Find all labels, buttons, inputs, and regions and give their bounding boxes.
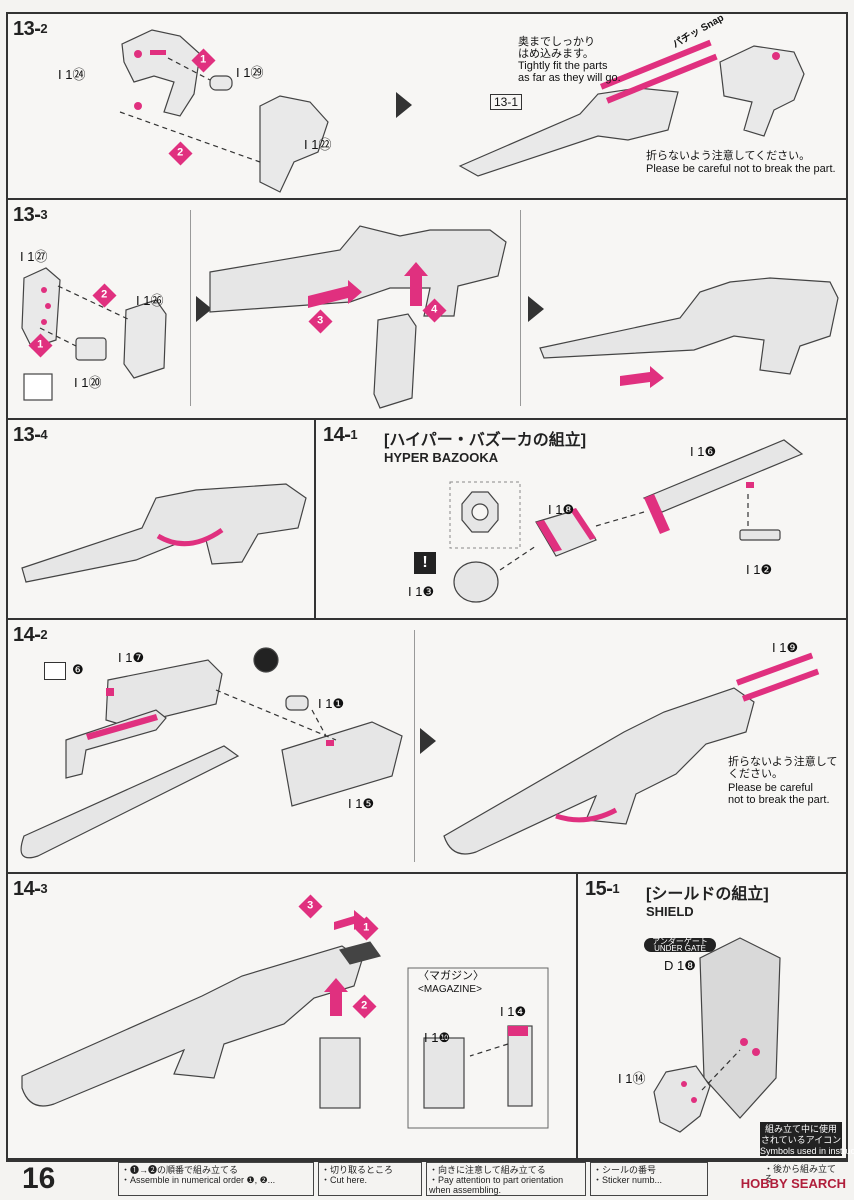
- step-14-3-diagram: [21, 910, 549, 1129]
- step-13-3-parts-diagram: [21, 267, 167, 401]
- part-label: I 1㉗: [20, 249, 48, 264]
- part-label: I 1❾: [772, 640, 799, 655]
- legend-cut-jp: ・切り取るところ: [321, 1165, 394, 1175]
- attention-icon: !: [414, 552, 436, 574]
- part-label: I 1㉒: [304, 137, 332, 152]
- part-label: I 1㉙: [236, 65, 264, 80]
- part-label: I 1❻: [690, 444, 717, 459]
- step-14-1-title-jp: [ハイパー・バズーカの組立]: [384, 432, 587, 449]
- divider: [520, 210, 521, 406]
- step-14-1-diagram: [449, 439, 804, 603]
- part-label: I 1❼: [118, 650, 145, 665]
- careful-note-en: Please be careful not to break the part.: [646, 163, 836, 175]
- sticker-number: ❻: [72, 662, 84, 677]
- part-label: I 1❸: [408, 584, 435, 599]
- step-13-2-result-diagram: [458, 39, 805, 177]
- tight-fit-note-jp: 奥までしっかり はめ込みます。: [518, 36, 595, 60]
- magazine-label-jp: 〈マガジン〉: [418, 970, 484, 982]
- next-arrow-icon: [528, 296, 544, 322]
- part-label: I 1㉖: [136, 293, 164, 308]
- step-13-3-label: 13-3: [10, 204, 51, 226]
- part-label: I 1❷: [746, 562, 773, 577]
- part-label: I 1⑭: [618, 1071, 646, 1086]
- divider: [576, 872, 578, 1160]
- careful-note-2-jp: 折らないよう注意して ください。: [728, 756, 838, 780]
- careful-note-2-en: Please be careful not to break the part.: [728, 782, 830, 806]
- step-14-2-diagram: [20, 647, 403, 859]
- page-footer: [6, 1160, 848, 1198]
- legend-later: ・後から組み立てる: [712, 1162, 846, 1196]
- step-15-1-label: 15-1: [582, 878, 623, 900]
- magazine-label-en: <MAGAZINE>: [418, 984, 482, 995]
- sticker-icon: [44, 662, 66, 680]
- step-14-1-label: 14-1: [320, 424, 361, 446]
- tight-fit-note-en: Tightly fit the parts as far as they wil…: [518, 60, 621, 84]
- ref-step-13-1: 13-1: [490, 94, 523, 110]
- part-label: I 1❽: [548, 502, 575, 517]
- legend-sticker-jp: ・シールの番号: [593, 1165, 657, 1175]
- step-14-2-result-diagram: [443, 652, 820, 855]
- legend-cut: ・切り取るところ ・Cut here.: [318, 1162, 422, 1196]
- legend-orientation-jp: ・向きに注意して組み立てる: [429, 1165, 546, 1175]
- part-label: I 1⑳: [74, 375, 102, 390]
- step-13-4-label: 13-4: [10, 424, 51, 446]
- divider: [6, 618, 848, 620]
- divider: [6, 418, 848, 420]
- divider: [190, 210, 191, 406]
- divider: [6, 198, 848, 200]
- step-15-1-title-jp: [シールドの組立]: [646, 886, 769, 903]
- divider: [314, 418, 316, 620]
- step-13-2-label: 13-2: [10, 18, 51, 40]
- legend-orientation: ・向きに注意して組み立てる ・Pay attention to part ori…: [426, 1162, 586, 1196]
- legend-cut-en: ・Cut here.: [321, 1175, 368, 1185]
- part-label: I 1❶: [318, 696, 345, 711]
- page-number: 16: [22, 1162, 56, 1195]
- next-arrow-icon: [196, 296, 212, 322]
- next-arrow-icon: [396, 92, 412, 118]
- legend-orientation-en: ・Pay attention to part orientation when …: [429, 1175, 564, 1195]
- step-14-1-title-en: HYPER BAZOOKA: [384, 450, 499, 465]
- part-label: I 1㉔: [58, 67, 86, 82]
- legend-order-en: ・Assemble in numerical order ❶, ❷...: [121, 1175, 276, 1185]
- step-13-2-diagram: [119, 29, 329, 193]
- next-arrow-icon: [420, 728, 436, 754]
- step-14-2-label: 14-2: [10, 624, 51, 646]
- divider: [6, 872, 848, 874]
- divider: [414, 630, 415, 862]
- hobby-search-logo: HOBBY SEARCH: [740, 1176, 846, 1191]
- part-label: I 1❿: [424, 1030, 451, 1045]
- careful-note-jp: 折らないよう注意してください。: [646, 150, 811, 162]
- legend-sticker-en: ・Sticker numb...: [593, 1175, 663, 1185]
- step-13-3-assembly-diagram: [209, 225, 507, 409]
- step-15-1-diagram: [653, 937, 781, 1133]
- legend-order-jp: ・❶→❷の順番で組み立てる: [121, 1165, 239, 1175]
- symbols-legend-note: 組み立て中に使用 されているアイコン Symbols used in instr…: [760, 1122, 854, 1156]
- legend-later-jp: ・後から組み立てる: [764, 1164, 837, 1184]
- legend-sticker: ・シールの番号 ・Sticker numb...: [590, 1162, 708, 1196]
- part-label: I 1❹: [500, 1004, 527, 1019]
- part-label: I 1❺: [348, 796, 375, 811]
- step-15-1-title-en: SHIELD: [646, 904, 694, 919]
- legend-order: ・❶→❷の順番で組み立てる ・Assemble in numerical ord…: [118, 1162, 314, 1196]
- part-label: D 1❽: [664, 958, 696, 973]
- step-13-3-result-diagram: [539, 277, 839, 388]
- step-14-3-label: 14-3: [10, 878, 51, 900]
- step-13-4-diagram: [21, 483, 307, 583]
